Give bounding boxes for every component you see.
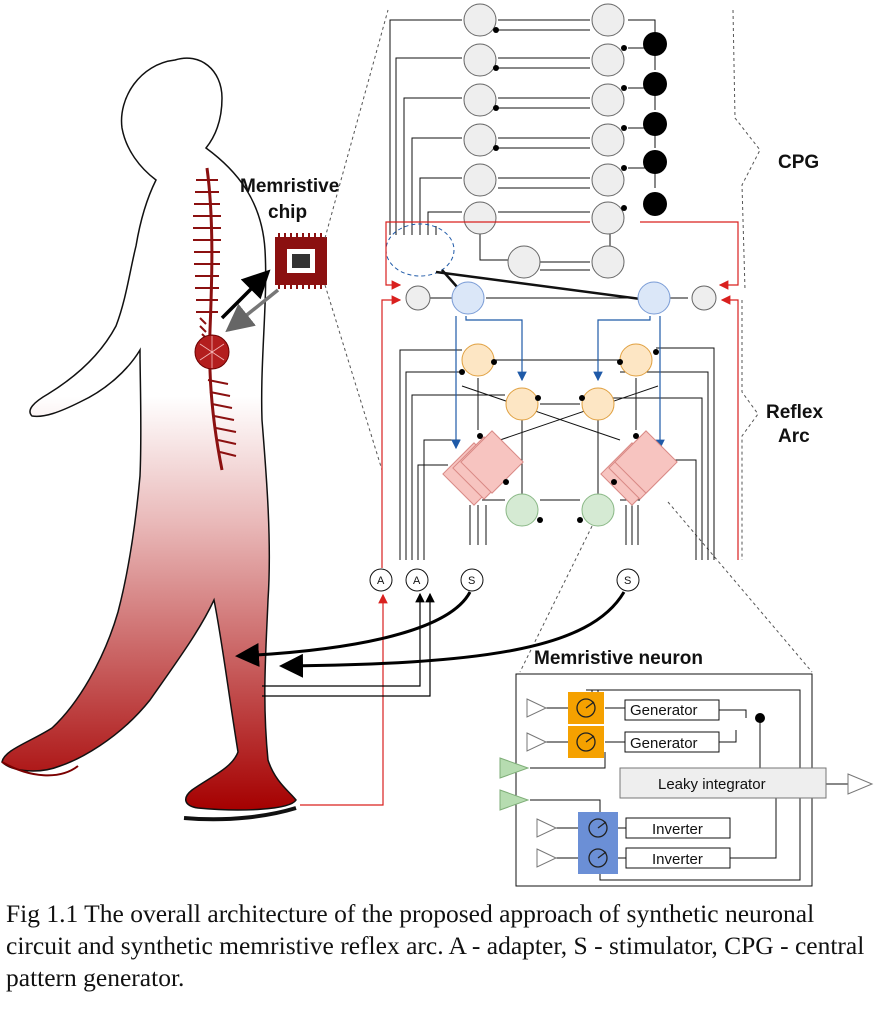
input-triangles	[526, 698, 874, 868]
motor-pool-right	[600, 430, 678, 506]
orange-interneurons	[461, 343, 653, 421]
cpg-label: CPG	[778, 152, 819, 173]
cpg-excitatory-right	[507, 3, 625, 279]
afferent-relay-left	[405, 285, 431, 311]
memristive-chip	[275, 233, 327, 289]
chip-to-spine-arrow	[225, 288, 280, 333]
green-neuron-right	[581, 493, 615, 527]
generator-memristor-2	[568, 726, 604, 758]
ground-line	[183, 806, 297, 822]
stimulator-node-2: S	[616, 568, 640, 592]
reflex-arc-label-line1: Reflex	[766, 402, 823, 423]
body-silhouette	[1, 57, 297, 811]
inverter-1-label: Inverter	[652, 821, 703, 838]
reflex-arc-label-line2: Arc	[778, 426, 810, 447]
generator-block-1: Generator	[624, 699, 720, 721]
inverter-block-2: Inverter	[625, 847, 731, 869]
architecture-diagram: Memristive chip CPG Reflex Arc	[1, 3, 874, 887]
green-neuron-left	[505, 493, 539, 527]
generator-memristor-1	[568, 692, 604, 724]
leaky-integrator-label: Leaky integrator	[658, 776, 766, 793]
stimulator-2-letter: S	[624, 575, 631, 587]
reflex-arc-network	[399, 269, 717, 560]
afferent-lines	[300, 221, 739, 806]
stimulation-arrows	[235, 591, 626, 697]
inverter-block-1: Inverter	[625, 817, 731, 839]
green-input-triangle-2	[499, 789, 530, 811]
cpg-excitatory-left	[463, 3, 497, 235]
generator-block-2: Generator	[624, 731, 720, 753]
green-input-triangle-1	[499, 757, 530, 779]
generator-2-label: Generator	[630, 735, 698, 752]
stimulator-node-1: S	[460, 568, 484, 592]
cpg-network	[385, 3, 667, 279]
inverter-2-label: Inverter	[652, 851, 703, 868]
memristive-neuron-title: Memristive neuron	[534, 648, 703, 669]
cpg-inhibitory-neurons	[643, 32, 667, 216]
adapter-node-2: A	[405, 568, 429, 592]
afferent-relay-right	[691, 285, 717, 311]
memristive-chip-label: Memristive chip	[240, 176, 345, 223]
generator-1-label: Generator	[630, 702, 698, 719]
figure-caption: Fig 1.1 The overall architecture of the …	[6, 899, 865, 992]
motor-pool-left	[442, 430, 524, 506]
memristive-chip-label-line1: Memristive	[240, 176, 339, 197]
adapter-1-letter: A	[377, 575, 385, 587]
adapter-node-1: A	[369, 568, 393, 592]
inverter-memristor-1	[578, 812, 618, 844]
stimulator-1-letter: S	[468, 575, 475, 587]
memristive-neuron-panel: Memristive neuron	[499, 648, 874, 887]
memristive-chip-label-line2: chip	[268, 202, 307, 223]
adapter-2-letter: A	[413, 575, 421, 587]
inverter-memristor-2	[578, 842, 618, 874]
blue-interneuron-left	[451, 281, 485, 315]
zoom-guides	[324, 9, 813, 673]
leaky-integrator-block: Leaky integrator	[619, 767, 827, 799]
blue-interneuron-right	[637, 281, 671, 315]
back-foot	[1, 761, 79, 777]
human-figure	[1, 57, 297, 822]
reflex-arc-label: Reflex Arc	[766, 402, 828, 447]
